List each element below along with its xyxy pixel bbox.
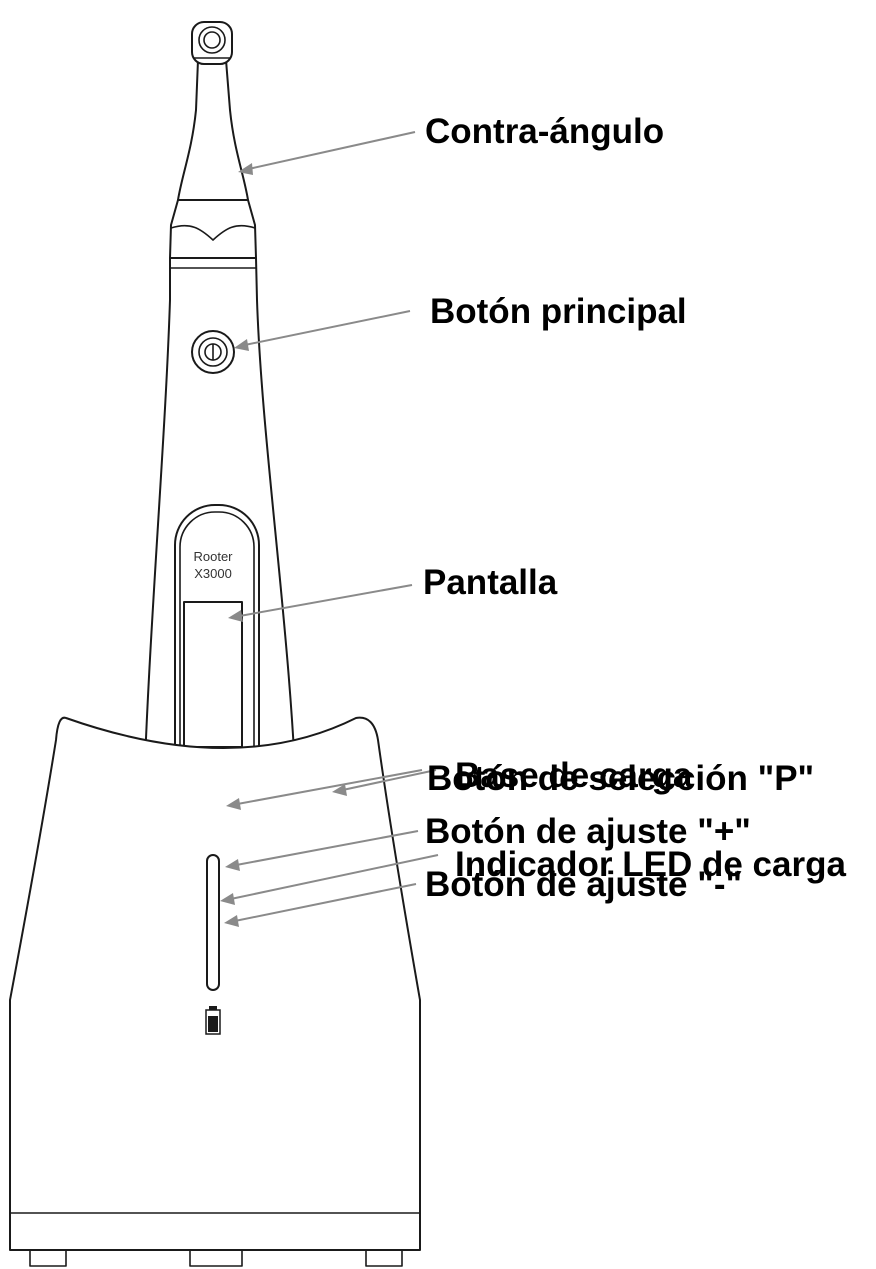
battery-icon [205, 1006, 221, 1035]
label-indicador-led: Indicador LED de carga [455, 845, 846, 884]
label-base-carga: Base de carga [455, 756, 693, 795]
display-screen [183, 601, 243, 748]
leader-base-carga [337, 769, 437, 792]
label-boton-principal: Botón principal [430, 292, 687, 331]
labels: Contra-ángulo Botón principal Pantalla B… [423, 112, 846, 904]
brand-name: Rooter [193, 549, 233, 564]
leader-boton-principal [239, 310, 411, 347]
label-boton-menos: Botón de ajuste "-" [425, 865, 742, 904]
leader-indicador-led [225, 854, 439, 901]
power-icon [204, 343, 222, 361]
model-name: X3000 [194, 566, 232, 581]
leader-contra-angulo [243, 131, 416, 171]
leader-pantalla [233, 584, 413, 618]
leader-boton-menos [229, 883, 417, 923]
label-boton-mas: Botón de ajuste "+" [425, 812, 751, 851]
leader-lines [220, 131, 439, 927]
contra-angle-collar-detail [170, 224, 256, 241]
power-button[interactable] [191, 330, 235, 374]
label-pantalla: Pantalla [423, 563, 558, 602]
contra-angle-head-cap [198, 26, 226, 54]
label-contra-angulo: Contra-ángulo [425, 112, 664, 151]
leader-boton-mas [230, 830, 419, 867]
charging-base [9, 716, 421, 1267]
contra-angle-collar [169, 199, 257, 259]
charging-led-indicator [206, 854, 220, 991]
leader-boton-seleccion [231, 769, 423, 806]
charging-base-foot-center [189, 1249, 243, 1267]
contra-angle-neck [177, 59, 249, 201]
contra-angle-head-cap-inner [203, 31, 221, 49]
charging-base-foot-right [365, 1249, 403, 1267]
charging-base-foot-left [29, 1249, 67, 1267]
label-boton-seleccion: Botón de selección "P" [427, 759, 814, 798]
